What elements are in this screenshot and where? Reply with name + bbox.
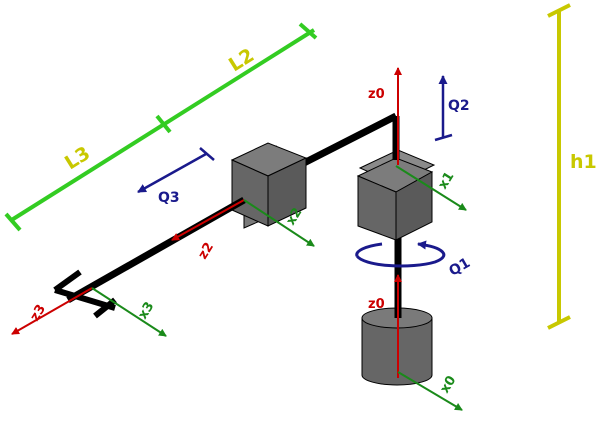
x2-axis — [243, 199, 315, 247]
q3-label: Q3 — [158, 190, 180, 206]
z2-label: z2 — [196, 240, 218, 262]
x1-axis — [395, 165, 467, 211]
l-end-tick — [298, 22, 318, 40]
q2-tick — [434, 133, 453, 142]
h1-label: h1 — [570, 151, 597, 173]
l-start-tick — [4, 212, 22, 232]
q3-arrow — [137, 152, 207, 194]
q2-label: Q2 — [448, 98, 470, 114]
z2-axis — [171, 199, 245, 241]
q3-tick — [199, 147, 215, 161]
q1-rotation-arrow-back — [355, 242, 383, 257]
joint2-box-side — [267, 157, 307, 227]
link-joint1-to-joint2 — [298, 112, 398, 169]
x1-label: x1 — [436, 169, 458, 192]
h1-dimension: h1 — [547, 3, 597, 330]
upper-links — [298, 112, 400, 169]
l2-label: L2 — [225, 44, 258, 76]
end-effector — [53, 269, 117, 319]
h1-bottom-tick — [547, 315, 571, 330]
z0-base-label: z0 — [368, 297, 385, 312]
q1-rotation-arrow-front — [355, 240, 446, 268]
z0-top-label: z0 — [368, 87, 385, 102]
z3-axis — [11, 287, 93, 335]
q1-label: Q1 — [446, 255, 473, 280]
z3-label: z3 — [28, 302, 50, 324]
x3-axis — [91, 287, 167, 337]
joint1-box — [356, 149, 436, 241]
h1-top-tick — [547, 3, 571, 18]
end-effector-finger-right — [93, 297, 117, 319]
z-axes: z0 z0 z2 z3 — [11, 67, 402, 378]
x0-axis — [397, 371, 463, 411]
joint1-box-side — [395, 171, 433, 241]
end-effector-finger-left — [53, 269, 82, 293]
l-mid-tick — [155, 114, 172, 134]
l-dimension-line — [8, 28, 316, 223]
x0-label: x0 — [438, 373, 460, 396]
